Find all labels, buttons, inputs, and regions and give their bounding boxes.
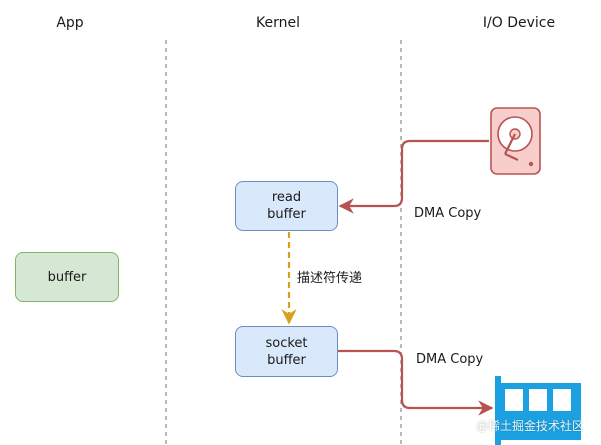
descriptor-transfer-label: 描述符传递: [297, 271, 363, 287]
app-buffer-label: buffer: [47, 269, 87, 285]
lane-title-app: App: [56, 15, 84, 31]
watermark: @稀土掘金技术社区: [476, 419, 585, 433]
socket-buffer-label: socket buffer: [265, 335, 307, 369]
dma-copy-label-top: DMA Copy: [414, 206, 482, 222]
socket-buffer-box: socket buffer: [235, 326, 338, 377]
read-buffer-line-1: read: [271, 190, 302, 205]
read-buffer-label: read buffer: [267, 189, 306, 223]
lane-title-kernel: Kernel: [256, 15, 300, 31]
dma-copy-label-bottom: DMA Copy: [416, 352, 484, 368]
dma-copy-arrow-top: [338, 139, 489, 214]
socket-buffer-line-1: socket: [265, 335, 308, 351]
app-buffer-box: buffer: [15, 252, 119, 302]
dma-copy-arrow-bottom: [338, 349, 494, 416]
socket-buffer-line-2: buffer: [267, 352, 306, 368]
hard-disk-icon: [490, 107, 541, 175]
read-buffer-box: read buffer: [235, 181, 338, 231]
read-buffer-line-2: buffer: [267, 207, 306, 222]
network-card-icon: [495, 376, 581, 445]
lane-title-io-device: I/O Device: [482, 15, 556, 31]
